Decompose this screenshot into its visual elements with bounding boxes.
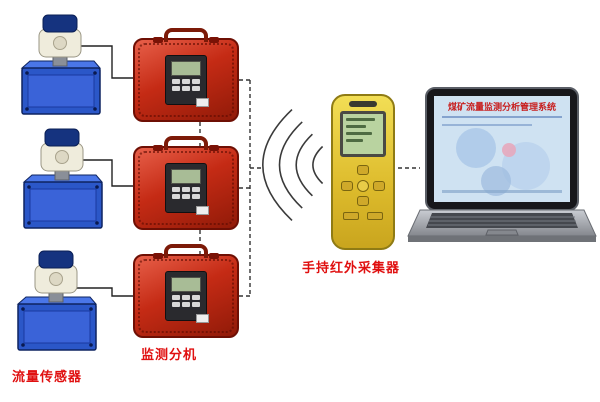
rivet-border [138, 43, 234, 117]
panel-keypad [166, 295, 206, 307]
label-flow-sensor: 流量传感器 [12, 369, 83, 384]
flow-sensor-unit-3 [10, 248, 102, 359]
flow-sensor-unit-1 [14, 12, 106, 123]
key-left [341, 181, 353, 191]
handheld-lcd [340, 111, 386, 157]
case-handle [164, 244, 208, 258]
sensor-dial [53, 36, 67, 50]
control-panel [165, 163, 209, 215]
case-handle [164, 136, 208, 150]
key-up [357, 165, 369, 175]
monitor-unit-1 [133, 28, 239, 122]
label-handheld-collector: 手持红外采集器 [302, 260, 401, 275]
handheld-function-keys [333, 212, 393, 220]
rivet-border [138, 259, 234, 333]
laptop-touchpad [485, 229, 519, 236]
handheld-collector [331, 94, 395, 250]
control-panel [165, 55, 209, 107]
flow-sensor-graphic [22, 128, 104, 229]
key-ok [357, 180, 369, 192]
panel-keypad [166, 187, 206, 199]
bus-wires [199, 79, 420, 297]
panel-label-sticker [196, 206, 209, 215]
laptop-front-edge [408, 236, 596, 242]
panel-keypad [166, 79, 206, 91]
monitor-unit-3 [133, 244, 239, 338]
laptop: 煤矿流量监测分析管理系统 [406, 86, 598, 253]
case-clasp [153, 253, 163, 259]
ir-window [349, 101, 377, 107]
panel-label-sticker [196, 314, 209, 323]
key-right [373, 181, 385, 191]
case-handle [164, 28, 208, 42]
sensor-wires [74, 45, 134, 297]
flow-sensor-unit-2 [16, 126, 108, 237]
panel-label-sticker [196, 98, 209, 107]
handheld-keypad [341, 165, 385, 207]
case-clasp [153, 145, 163, 151]
panel-screen [171, 61, 201, 76]
panel-screen [171, 169, 201, 184]
sensor-cap [42, 14, 78, 33]
wireless-waves-icon [262, 109, 324, 221]
case-clasp [209, 145, 219, 151]
case-clasp [153, 37, 163, 43]
flow-sensor-graphic [16, 250, 98, 351]
panel-screen [171, 277, 201, 292]
tank-panel [27, 74, 95, 108]
case-clasp [209, 37, 219, 43]
key-down [357, 196, 369, 206]
flow-sensor-graphic [20, 14, 102, 115]
rivet-border [138, 151, 234, 225]
monitor-unit-2 [133, 136, 239, 230]
laptop-screen-title: 煤矿流量监测分析管理系统 [448, 101, 556, 112]
case-clasp [209, 253, 219, 259]
control-panel [165, 271, 209, 323]
label-monitor-unit: 监测分机 [141, 347, 198, 362]
laptop-graphic: 煤矿流量监测分析管理系统 [407, 87, 597, 242]
